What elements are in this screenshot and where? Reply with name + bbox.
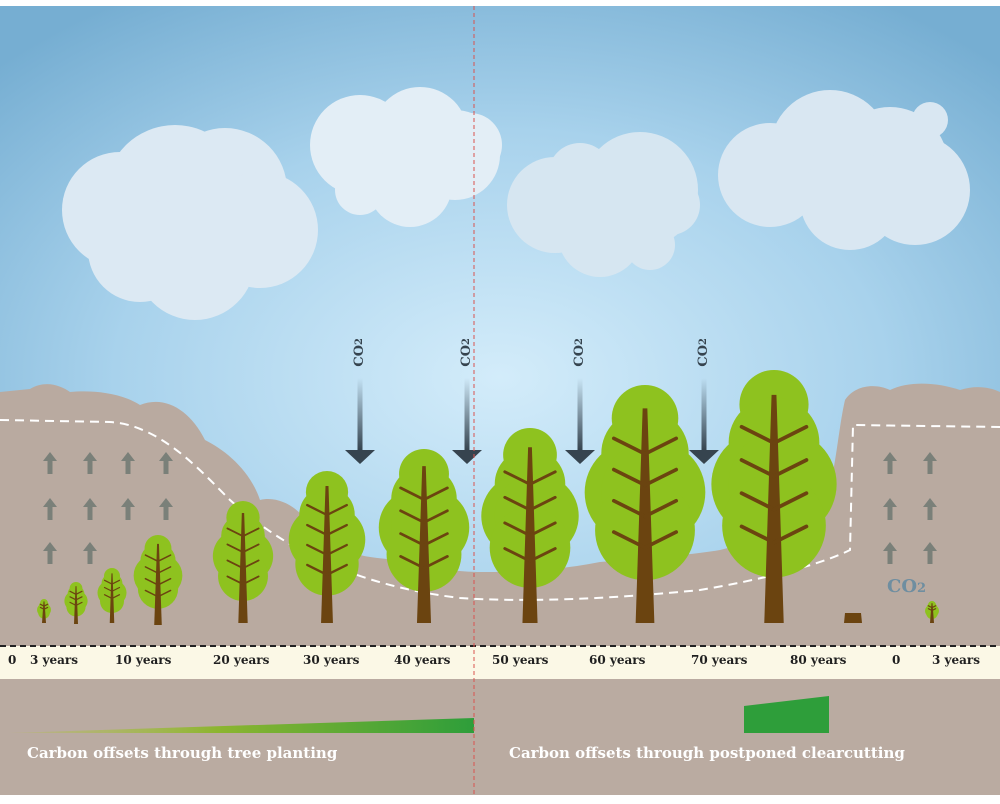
co2-arrow-label-text: CO — [352, 344, 367, 367]
up-arrow — [883, 498, 897, 520]
up-arrow — [83, 498, 97, 520]
timeline-label-right-4: 0 — [892, 653, 901, 667]
up-arrow — [121, 452, 135, 474]
timeline-label-left-2: 10 years — [115, 653, 172, 667]
tree-planting-offset-wedge — [8, 718, 474, 733]
tree — [97, 568, 127, 623]
co2-arrow-shaft — [701, 378, 707, 450]
co2-arrow-shaft — [357, 378, 363, 450]
tree — [584, 385, 706, 623]
caption-tree-planting: Carbon offsets through tree planting — [27, 744, 338, 762]
timeline-label-right-0: 50 years — [492, 653, 549, 667]
timeline-label-right-3: 80 years — [790, 653, 847, 667]
co2-release-text: CO — [887, 576, 918, 597]
co2-arrow-label-sub: 2 — [698, 338, 709, 345]
co2-arrows — [345, 378, 719, 464]
co2-arrow-label: CO2 — [352, 338, 367, 367]
up-arrow — [923, 542, 937, 564]
tree — [64, 582, 88, 624]
cloud-4 — [718, 90, 970, 250]
postponed-clearcutting-offset-bar — [744, 696, 829, 733]
co2-arrow-head — [452, 450, 482, 464]
timeline-label-left-4: 30 years — [303, 653, 360, 667]
tree — [133, 535, 183, 625]
cloud-3 — [507, 132, 700, 277]
co2-arrow-label-text: CO — [696, 344, 711, 367]
cloud-2 — [310, 87, 502, 227]
co2-release-label: CO2 — [887, 576, 926, 597]
growth-arrows-right — [883, 452, 937, 564]
up-arrow — [43, 498, 57, 520]
tree — [925, 601, 939, 623]
tree — [212, 501, 274, 623]
up-arrow — [923, 498, 937, 520]
caption-postponed-clearcutting: Carbon offsets through postponed clearcu… — [509, 744, 905, 762]
timeline-label-left-0: 0 — [8, 653, 17, 667]
up-arrow — [923, 452, 937, 474]
timeline-label-right-1: 60 years — [589, 653, 646, 667]
up-arrow — [883, 452, 897, 474]
co2-release-sub: 2 — [917, 581, 927, 596]
tree — [37, 599, 51, 623]
offsets-band — [0, 679, 1000, 795]
co2-arrow-label-sub: 2 — [461, 338, 472, 345]
up-arrow — [159, 498, 173, 520]
up-arrow — [83, 542, 97, 564]
co2-arrow-label-text: CO — [459, 344, 474, 367]
timeline-label-left-1: 3 years — [30, 653, 78, 667]
up-arrow — [121, 498, 135, 520]
tree — [711, 370, 837, 623]
timeline-label-left-3: 20 years — [213, 653, 270, 667]
up-arrow — [883, 542, 897, 564]
cloud-1 — [62, 125, 318, 320]
up-arrow — [83, 452, 97, 474]
tree — [288, 471, 366, 623]
timeline-strip — [0, 646, 1000, 679]
co2-arrow-label-text: CO — [572, 344, 587, 367]
growth-arrows-left — [43, 452, 173, 564]
tree — [378, 449, 470, 623]
timeline-label-left-5: 40 years — [394, 653, 451, 667]
up-arrow — [159, 452, 173, 474]
tree-stump — [844, 613, 862, 623]
trees — [37, 370, 939, 625]
co2-arrow-label: CO2 — [572, 338, 587, 367]
up-arrow — [43, 542, 57, 564]
co2-arrow-label: CO2 — [696, 338, 711, 367]
co2-arrow-shaft — [464, 378, 470, 450]
co2-arrow-head — [345, 450, 375, 464]
co2-arrow-shaft — [577, 378, 583, 450]
timeline-label-right-2: 70 years — [691, 653, 748, 667]
co2-arrow-label-sub: 2 — [354, 338, 365, 345]
carbon-boundary-line — [0, 419, 1000, 601]
co2-arrow-head — [689, 450, 719, 464]
timeline-label-right-5: 3 years — [932, 653, 980, 667]
co2-arrow-label-sub: 2 — [574, 338, 585, 345]
co2-arrow-head — [565, 450, 595, 464]
up-arrow — [43, 452, 57, 474]
co2-arrow-label: CO2 — [459, 338, 474, 367]
tree — [481, 428, 579, 623]
